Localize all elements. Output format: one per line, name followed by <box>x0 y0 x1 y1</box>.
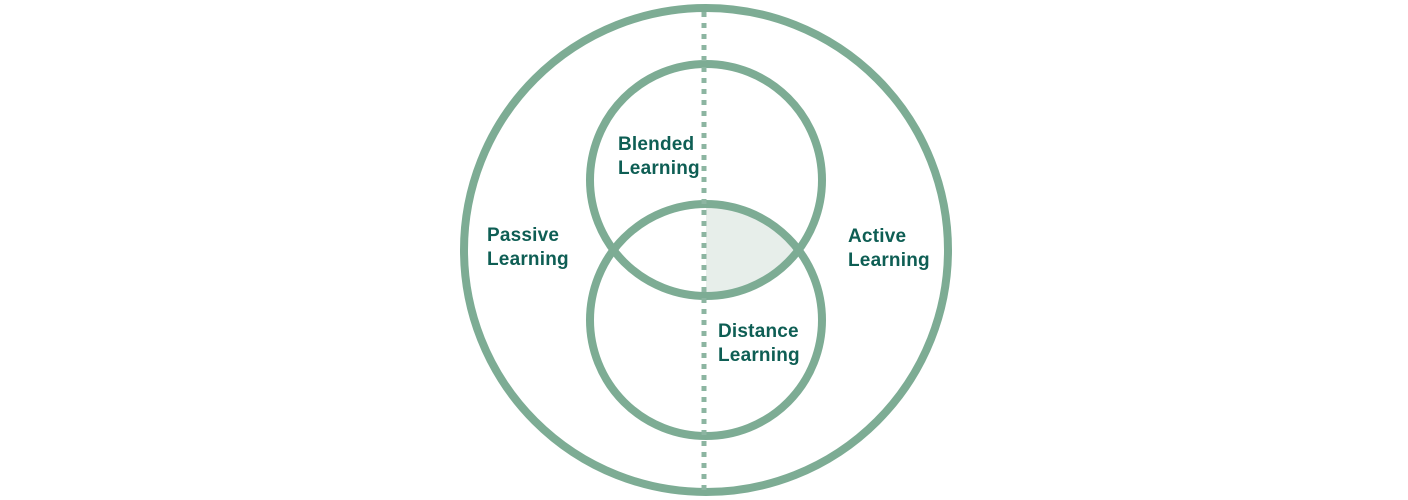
label-blended-learning: Blended Learning <box>618 134 700 179</box>
label-passive-learning: Passive Learning <box>487 225 569 270</box>
blended-learning-circle <box>586 60 826 300</box>
label-active-learning: Active Learning <box>848 226 930 271</box>
label-distance-learning: Distance Learning <box>718 321 800 366</box>
overlap-highlight <box>706 204 799 296</box>
outer-circle <box>460 4 952 496</box>
